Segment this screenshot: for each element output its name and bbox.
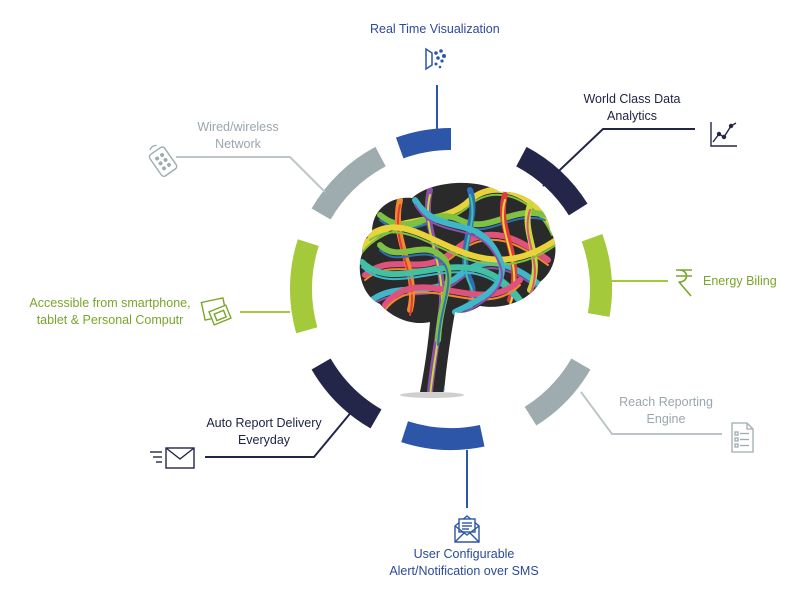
- brain-strand: [396, 204, 414, 316]
- ring-segment-billing: [581, 233, 612, 317]
- connector-reporting: [580, 391, 722, 435]
- feature-label-autoreport: Auto Report Delivery Everyday: [206, 416, 322, 447]
- connector-analytics: [542, 128, 695, 187]
- feature-label-billing: Energy Biling: [703, 274, 777, 288]
- connector-network: [176, 156, 326, 193]
- report-document-icon: [731, 422, 754, 453]
- send-mail-icon: [150, 447, 195, 469]
- brain-strand: [382, 277, 523, 308]
- brain-strand: [377, 210, 548, 228]
- connectors: [176, 85, 722, 508]
- brain-strand: [369, 231, 556, 266]
- feature-label-access: Accessible from smartphone, tablet & Per…: [29, 296, 191, 327]
- ring-segment-analytics: [515, 146, 588, 216]
- network-remote-icon: [148, 144, 178, 178]
- ring-segment-network: [311, 146, 386, 220]
- ring-segment-alerts: [401, 421, 485, 450]
- analytics-chart-icon: [710, 122, 737, 147]
- feature-label-analytics: World Class Data Analytics: [583, 92, 681, 123]
- feature-label-alerts: User Configurable Alert/Notification ove…: [389, 547, 539, 578]
- sms-envelope-icon: [454, 515, 480, 543]
- connector-autoreport: [205, 403, 359, 458]
- ring-segment-autoreport: [311, 358, 382, 429]
- feature-label-network: Wired/wireless Network: [197, 120, 279, 151]
- brain-strand: [377, 242, 452, 343]
- feature-label-reporting: Reach Reporting Engine: [619, 395, 713, 426]
- devices-icon: [200, 297, 232, 326]
- rupee-icon: [676, 269, 692, 297]
- ring-segment-realtime: [395, 127, 452, 159]
- brain-illustration: [359, 182, 556, 398]
- ring-segment-access: [289, 239, 319, 334]
- brain-strand: [412, 197, 505, 315]
- ring: [289, 127, 612, 450]
- brain-strand: [414, 204, 503, 318]
- brain-shadow: [400, 392, 464, 398]
- brain-strand: [384, 284, 521, 311]
- brain-strand: [367, 224, 556, 263]
- brain-strand: [379, 249, 450, 346]
- visualization-icon: [425, 47, 446, 71]
- feature-label-realtime: Real Time Visualization: [370, 22, 500, 36]
- ring-segment-reporting: [524, 358, 591, 426]
